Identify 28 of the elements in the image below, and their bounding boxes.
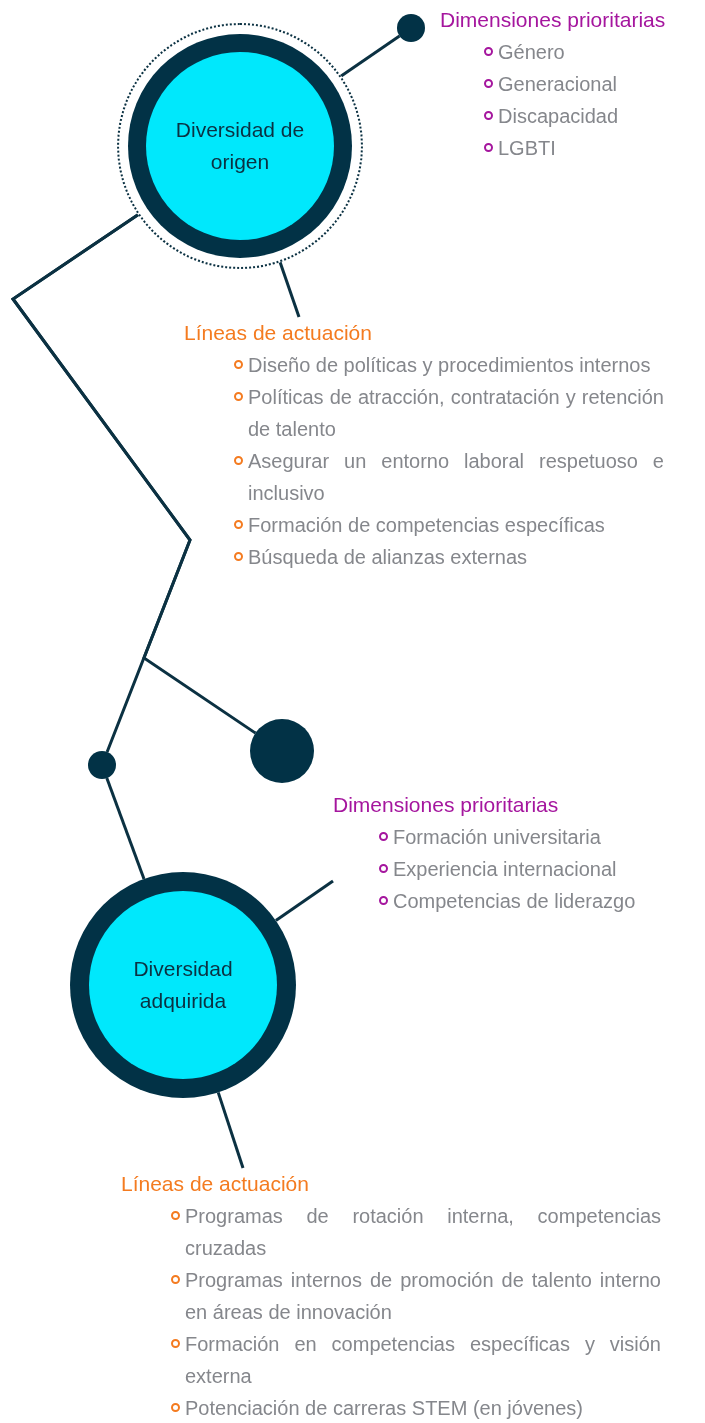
list-item: Generacional — [498, 72, 618, 97]
connector-line — [278, 261, 301, 318]
list-item: Políticas de atracción, contratación y retención de talento — [248, 385, 664, 442]
heading: Líneas de actuación — [184, 320, 373, 346]
connector-line — [105, 777, 146, 880]
list-item: Formación universitaria — [393, 825, 602, 850]
list-item: Diseño de políticas y procedimientos internos — [248, 353, 652, 378]
list-item: Competencias de liderazgo — [393, 889, 637, 914]
list-item: Discapacidad — [498, 104, 620, 129]
heading: Dimensiones prioritarias — [333, 792, 560, 818]
list-item: Formación de competencias específicas — [248, 513, 606, 538]
heading: Dimensiones prioritarias — [440, 7, 667, 33]
list-item: Formación en competencias específicas y visión externa — [185, 1332, 661, 1389]
list-item: Género — [498, 40, 566, 65]
list-item: Búsqueda de alianzas externas — [248, 545, 529, 570]
connector-line — [216, 1091, 245, 1169]
connector-line — [275, 879, 334, 922]
heading: Líneas de actuación — [121, 1171, 310, 1197]
list-item: Potenciación de carreras STEM (en jóvenes) — [185, 1396, 584, 1421]
list-item: LGBTI — [498, 136, 557, 161]
list-item: Programas de rotación interna, competencias cruzadas — [185, 1204, 661, 1261]
connector-line — [340, 34, 401, 78]
list-item: Asegurar un entorno laboral respetuoso e inclusivo — [248, 449, 664, 506]
circle-label: Diversidad de origen — [174, 117, 306, 175]
circle-label: Diversidad adquirida — [132, 956, 234, 1014]
list-item: Experiencia internacional — [393, 857, 618, 882]
list-item: Programas internos de promoción de talento interno en áreas de innovación — [185, 1268, 661, 1325]
connector-line — [10, 213, 192, 753]
